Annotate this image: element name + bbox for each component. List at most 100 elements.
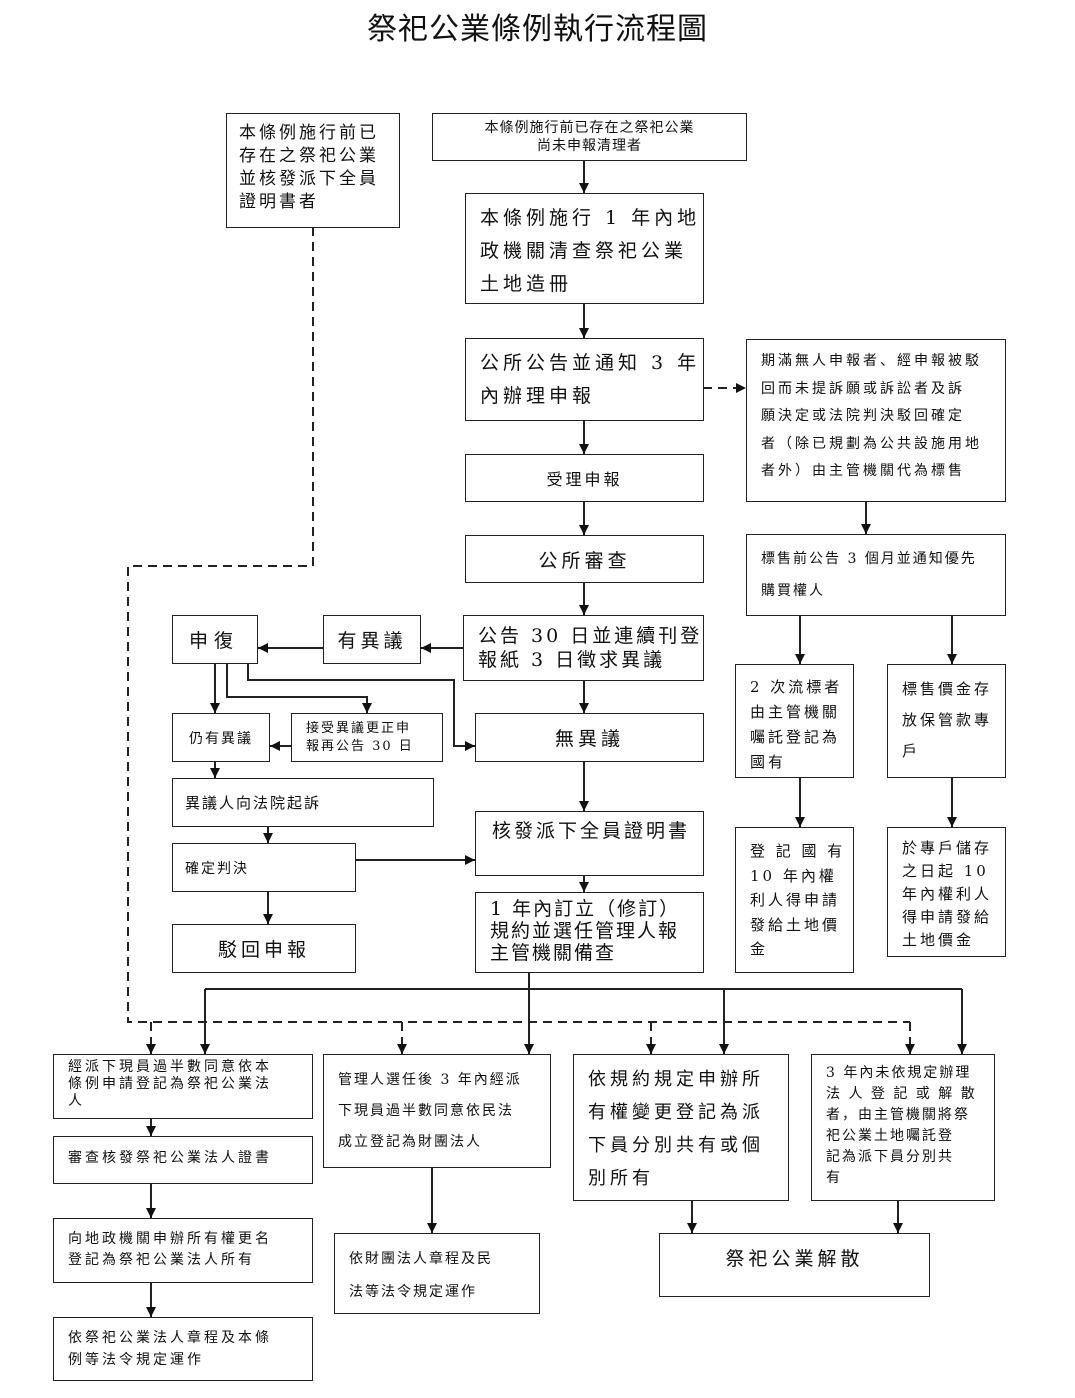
node-pre-sale-notice: 標售前公告 3 個月並通知優先 購買權人 (746, 534, 1006, 616)
node-expired-unreported: 期滿無人申報者、經申報被駁 回而未提訴願或訴訟者及訴 願決定或法院判決駁回確定 … (746, 339, 1006, 502)
node-text-line: 祀公業土地囑託登 (826, 1128, 954, 1144)
node-still-objection: 仍有異議 (172, 713, 270, 762)
page-title: 祭祀公業條例執行流程圖 (367, 12, 708, 47)
node-text-line: 發給土地價 (750, 915, 841, 934)
node-text-line: 有 (826, 1170, 842, 1186)
node-text-line: 得申請發給 (902, 908, 993, 926)
node-text-line: 土地造冊 (480, 273, 573, 295)
node-dissolution: 祭祀公業解散 (659, 1233, 930, 1297)
node-text-line: 人 (68, 1093, 85, 1109)
node-accept-report: 受理申報 (465, 454, 704, 502)
node-text-line: 公所公告並通知 3 年 (480, 352, 701, 374)
node-text-line: 審查核發祭祀公業法人證書 (68, 1150, 272, 1166)
node-final-judgment: 確定判決 (172, 843, 356, 892)
node-text-line: 規約並選任管理人報 (490, 920, 680, 942)
node-rename-registration: 向地政機關申辦所有權更名 登記為祭祀公業法人所有 (53, 1218, 313, 1283)
node-text-line: 無異議 (554, 728, 624, 750)
node-text-line: 例等法令規定運作 (68, 1352, 204, 1368)
node-text-line: 公所審查 (538, 549, 631, 572)
node-no-objection: 無異議 (475, 713, 704, 762)
node-text-line: 於專戶儲存 (902, 839, 993, 857)
node-announce-30-days: 公告 30 日並連續刊登 報紙 3 日徵求異議 (463, 615, 704, 681)
node-announce-notify: 公所公告並通知 3 年 內辦理申報 (465, 338, 704, 421)
node-text-line: 內辦理申報 (480, 385, 596, 407)
node-text-line: 確定判決 (185, 860, 249, 877)
node-text-line: 依規約規定申辦所 (588, 1069, 764, 1090)
node-text-line: 政機關清查祭祀公業 (480, 240, 688, 262)
node-within-1-year: 1 年內訂立（修訂） 規約並選任管理人報 主管機關備查 (475, 892, 704, 973)
node-text-line: 由主管機關 (750, 703, 841, 721)
node-foundation-registration: 管理人選任後 3 年內經派 下現員過半數同意依民法 成立登記為財團法人 (323, 1054, 551, 1168)
node-text-line: 10 年內權 (750, 866, 837, 885)
node-text-line: 2 次流標者 (750, 678, 843, 696)
node-text-line: 登 記 國 有 (750, 842, 846, 860)
node-land-register: 本條例施行 1 年內地 政機關清查祭祀公業 土地造冊 (465, 193, 704, 304)
node-text-line: 受理申報 (546, 470, 623, 489)
node-text-line: 放保管款專 (902, 711, 993, 729)
node-text-line: 接受異議更正申 (306, 720, 412, 736)
node-text-line: 有異議 (337, 630, 407, 652)
node-text-line: 之日起 10 (902, 862, 989, 880)
node-text-line: 下員分別共有或個 (588, 1135, 764, 1156)
node-ownership-change: 依規約規定申辦所 有權變更登記為派 下員分別共有或個 別所有 (573, 1054, 789, 1201)
node-text-line: 國有 (750, 753, 787, 771)
node-text-line: 法 人 登 記 或 解 散 (826, 1086, 977, 1102)
node-entrusted-registration: 3 年內未依規定辦理 法 人 登 記 或 解 散 者，由主管機關將祭 祀公業土地… (811, 1054, 995, 1201)
node-text-line: 1 年內訂立（修訂） (490, 898, 681, 920)
node-text-line: 依祭祀公業法人章程及本條 (68, 1330, 272, 1346)
node-text-line: 標售前公告 3 個月並通知優先 (761, 551, 977, 567)
node-text-line: 登記為祭祀公業法人所有 (68, 1252, 255, 1268)
node-text-line: 報再公告 30 日 (306, 738, 414, 754)
node-text-line: 期滿無人申報者、經申報被駁 (761, 353, 982, 369)
node-pre-existing-unreported: 本條例施行前已存在之祭祀公業 尚未申報清理者 (432, 113, 747, 161)
node-operate-by-charter: 依祭祀公業法人章程及本條 例等法令規定運作 (53, 1317, 313, 1381)
node-text-line: 者，由主管機關將祭 (826, 1107, 970, 1123)
node-text-line: 記為派下員分別共 (826, 1149, 954, 1165)
node-text-line: 回而未提訴願或訴訟者及訴 (761, 380, 965, 397)
node-text-line: 管理人選任後 3 年內經派 (338, 1072, 522, 1088)
node-text-line: 購買權人 (761, 583, 825, 599)
node-text-line: 主管機關備查 (490, 942, 617, 964)
node-proceeds-deposit: 標售價金存 放保管款專 戶 (887, 664, 1006, 778)
node-text-line: 並核發派下全員 (239, 169, 379, 189)
node-foundation-operate: 依財團法人章程及民 法等法令規定運作 (334, 1233, 540, 1314)
node-issue-certificate: 核發派下全員證明書 (475, 811, 704, 876)
node-text-line: 土地價金 (902, 931, 975, 949)
node-text-line: 證明書者 (239, 192, 319, 212)
arrow-reply-to-no-objection (247, 664, 475, 751)
node-text-line: 利人得申請 (750, 891, 841, 909)
node-text-line: 條例申請登記為祭祀公業法 (68, 1076, 272, 1092)
node-text-line: 金 (750, 940, 769, 958)
node-text-line: 者外）由主管機關代為標售 (761, 463, 965, 479)
node-text-line: 本條例施行前已 (239, 123, 379, 143)
node-text-line: 向地政機關申辦所有權更名 (68, 1231, 272, 1247)
node-text-line: 公告 30 日並連續刊登 (478, 625, 703, 647)
node-text-line: 異議人向法院起訴 (185, 794, 322, 812)
arrow-reply-to-accept-objection (226, 664, 372, 713)
node-text-line: 核發派下全員證明書 (492, 820, 691, 842)
node-text-line: 別所有 (588, 1168, 654, 1189)
node-objection: 有異議 (323, 615, 421, 664)
node-review-certificate: 審查核發祭祀公業法人證書 (53, 1136, 313, 1184)
node-text-line: 3 年內未依規定辦理 (826, 1065, 972, 1081)
node-text-line: 成立登記為財團法人 (338, 1134, 482, 1150)
node-text-line: 依財團法人章程及民 (349, 1251, 493, 1267)
node-text-line: 本條例施行前已存在之祭祀公業 (484, 120, 695, 136)
node-legal-person-apply: 經派下現員過半數同意依本 條例申請登記為祭祀公業法 人 (53, 1054, 313, 1119)
node-text-line: 願決定或法院判決駁回確定 (761, 408, 965, 424)
node-text-line: 標售價金存 (902, 680, 993, 698)
node-text-line: 申復 (189, 630, 240, 652)
node-text-line: 下現員過半數同意依民法 (338, 1103, 514, 1119)
node-text-line: 本條例施行 1 年內地 (480, 207, 701, 229)
node-text-line: 戶 (902, 742, 921, 760)
node-text-line: 經派下現員過半數同意依本 (68, 1059, 272, 1075)
node-text-line: 年內權利人 (902, 885, 993, 903)
node-pre-existing-certified: 本條例施行前已 存在之祭祀公業 並核發派下全員 證明書者 (226, 113, 400, 228)
node-text-line: 囑託登記為 (750, 728, 841, 746)
node-text-line: 者（除已規劃為公共設施用地 (761, 435, 982, 452)
node-text-line: 駁回申報 (217, 939, 310, 961)
node-failed-auction: 2 次流標者 由主管機關 囑託登記為 國有 (735, 664, 854, 778)
node-text-line: 仍有異議 (189, 730, 253, 747)
node-text-line: 存在之祭祀公業 (239, 146, 379, 166)
